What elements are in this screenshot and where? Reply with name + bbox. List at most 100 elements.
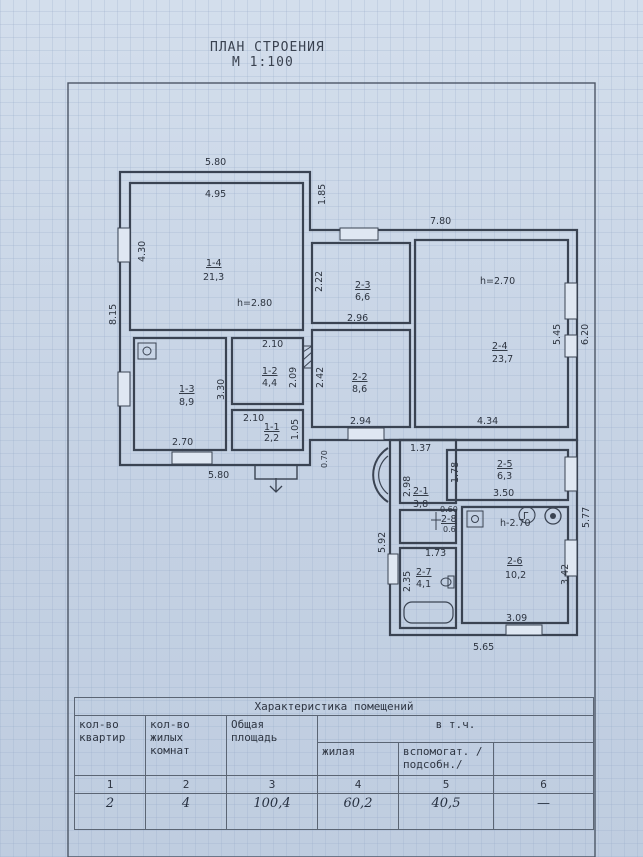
dim-r28-b: 0.6 xyxy=(443,525,456,534)
header-aux-area: вспомогат. /подсобн./ xyxy=(398,742,494,776)
header-empty xyxy=(493,742,594,776)
dim-r26-w: 3.09 xyxy=(506,613,527,624)
col-num-6: 6 xyxy=(493,775,594,794)
porch-arc-inner xyxy=(378,455,389,495)
room-area-2-6: 10,2 xyxy=(505,570,526,581)
gas-legend-letter: Г xyxy=(523,511,529,522)
col-num-1: 1 xyxy=(74,775,146,794)
room-name-2-2: 2-2 xyxy=(352,372,368,383)
dim-r21-w: 1.37 xyxy=(410,443,431,454)
dim-r25-w: 3.50 xyxy=(493,488,514,499)
room-name-2-1: 2-1 xyxy=(413,486,429,497)
dim-r12-w: 2.10 xyxy=(262,339,283,350)
room-area-2-4: 23,7 xyxy=(492,354,513,365)
dim-r24-w: 4.34 xyxy=(477,416,498,427)
room-height-1-4: h=2.80 xyxy=(237,298,272,309)
col-num-2: 2 xyxy=(145,775,227,794)
chimney-hatch xyxy=(302,345,313,369)
dim-r22-h: 2.42 xyxy=(315,367,326,388)
room-name-2-7: 2-7 xyxy=(416,567,432,578)
dim-r27-h: 2.35 xyxy=(402,571,413,592)
room-name-2-4: 2-4 xyxy=(492,341,508,352)
dim-right-620: 6.20 xyxy=(580,324,591,345)
dim-top-left: 5.80 xyxy=(205,157,226,168)
entrance-arrow-icon xyxy=(269,478,283,493)
walls xyxy=(118,170,579,637)
dim-room14-top: 4.95 xyxy=(205,189,226,200)
header-including: в т.ч. xyxy=(317,715,594,743)
room-height-2-6: h-2.70 xyxy=(500,518,531,529)
gas-legend-circle xyxy=(518,506,536,524)
value-other: — xyxy=(493,793,594,830)
dim-r22-w: 2.94 xyxy=(350,416,371,427)
header-quarters: кол-во квартир xyxy=(74,715,146,776)
dim-r11-h: 1.05 xyxy=(290,419,301,440)
dim-r12-h: 2.09 xyxy=(288,367,299,388)
dim-r26-h: 3.42 xyxy=(560,564,571,585)
room-height-2-4: h=2.70 xyxy=(480,276,515,287)
room-name-2-3: 2-3 xyxy=(355,280,371,291)
value-living-area: 60,2 xyxy=(317,793,399,830)
characteristics-table: Характеристика помещений кол-во квартир … xyxy=(74,697,594,830)
room-area-1-2: 4,4 xyxy=(262,378,277,389)
value-total-area: 100,4 xyxy=(226,793,318,830)
col-num-3: 3 xyxy=(226,775,318,794)
room-name-1-4: 1-4 xyxy=(206,258,222,269)
entrance-step xyxy=(254,464,298,480)
characteristics-title: Характеристика помещений xyxy=(74,697,594,716)
dim-r21-h: 2.98 xyxy=(402,476,413,497)
dim-bottom-right: 5.65 xyxy=(473,642,494,653)
dim-r28-a: 0.60 xyxy=(440,505,458,514)
porch-arc xyxy=(372,447,389,503)
room-area-2-3: 6,6 xyxy=(355,292,370,303)
toilet-icon xyxy=(440,575,455,589)
plan-scale: М 1:100 xyxy=(232,55,294,70)
dim-r23-w: 2.96 xyxy=(347,313,368,324)
room-area-2-7: 4,1 xyxy=(416,579,431,590)
room-area-2-1: 3,8 xyxy=(413,499,428,510)
col-num-5: 5 xyxy=(398,775,494,794)
dim-r13-w: 2.70 xyxy=(172,437,193,448)
dim-right-top: 7.80 xyxy=(430,216,451,227)
dim-bottom-left: 5.80 xyxy=(208,470,229,481)
dim-r11-w: 2.10 xyxy=(243,413,264,424)
dim-ext-185: 1.85 xyxy=(317,184,328,205)
plan-title: ПЛАН СТРОЕНИЯ xyxy=(210,40,325,55)
windows xyxy=(117,227,578,636)
dim-r27-w: 1.73 xyxy=(425,548,446,559)
room-area-2-2: 8,6 xyxy=(352,384,367,395)
stove-icon xyxy=(466,510,484,528)
col-num-4: 4 xyxy=(317,775,399,794)
dim-r23-h: 2.22 xyxy=(314,271,325,292)
header-living-rooms: кол-во жилых комнат xyxy=(145,715,227,776)
room-area-1-4: 21,3 xyxy=(203,272,224,283)
dim-r13-h: 3.30 xyxy=(216,379,227,400)
dim-right-577: 5.77 xyxy=(581,507,592,528)
dim-left-592: 5.92 xyxy=(377,532,388,553)
dim-left-430: 4.30 xyxy=(137,241,148,262)
room-area-2-5: 6,3 xyxy=(497,471,512,482)
header-total-area: Общая площадь xyxy=(226,715,318,776)
value-aux-area: 40,5 xyxy=(398,793,494,830)
room-area-1-1: 2,2 xyxy=(264,433,279,444)
room-name-1-1: 1-1 xyxy=(264,422,280,433)
value-living-rooms: 4 xyxy=(145,793,227,830)
dim-left-815: 8.15 xyxy=(108,304,119,325)
room-name-1-2: 1-2 xyxy=(262,366,278,377)
room-name-2-6: 2-6 xyxy=(507,556,523,567)
document-title: ПЛАН СТРОЕНИЯ М 1:100 xyxy=(210,40,325,70)
room-name-2-8: 2-8 xyxy=(441,514,457,525)
header-living-area: жилая xyxy=(317,742,399,776)
dim-r25-h: 1.78 xyxy=(450,462,461,483)
room-name-1-3: 1-3 xyxy=(179,384,195,395)
room-area-1-3: 8,9 xyxy=(179,397,194,408)
plan-frame xyxy=(67,82,596,857)
dim-070: 0.70 xyxy=(320,450,329,468)
room-name-2-5: 2-5 xyxy=(497,459,513,470)
value-quarters: 2 xyxy=(74,793,146,830)
riser-mark xyxy=(431,512,441,530)
stove-icon xyxy=(137,342,157,360)
boiler-icon xyxy=(544,507,562,525)
dim-r24-h: 5.45 xyxy=(552,324,563,345)
